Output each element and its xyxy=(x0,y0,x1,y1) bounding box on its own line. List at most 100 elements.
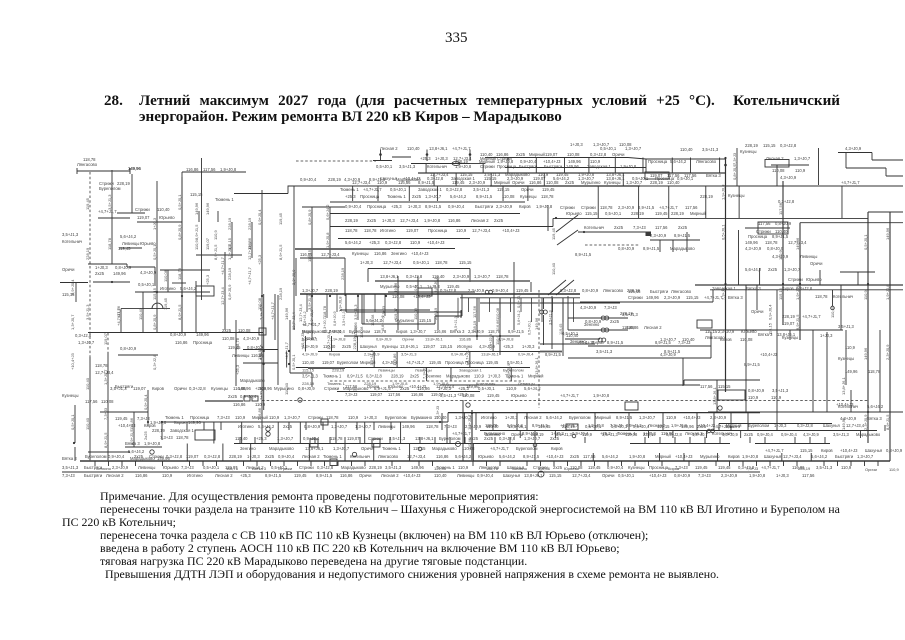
svg-text:110,9: 110,9 xyxy=(771,395,782,400)
svg-text:+10,4+J3: +10,4+J3 xyxy=(683,415,701,420)
svg-text:12,7+J3,4: 12,7+J3,4 xyxy=(383,260,402,265)
svg-text:+10,4+J3: +10,4+J3 xyxy=(546,454,564,459)
svg-text:110,9: 110,9 xyxy=(590,159,601,164)
svg-text:Зенгино: Зенгино xyxy=(485,432,501,437)
svg-text:Оричи: Оричи xyxy=(751,309,764,314)
svg-text:Быстряги: Быстряги xyxy=(115,384,134,389)
svg-text:0,3+J2,8: 0,3+J2,8 xyxy=(446,187,463,192)
svg-text:Зенгино: Зенгино xyxy=(96,466,112,471)
svg-text:5,6+J4,2: 5,6+J4,2 xyxy=(745,267,762,272)
svg-text:116,86: 116,86 xyxy=(622,325,635,330)
svg-text:149,96: 149,96 xyxy=(845,369,858,374)
svg-text:7,3+J3: 7,3+J3 xyxy=(137,416,150,421)
svg-text:228,19: 228,19 xyxy=(247,217,252,230)
svg-text:110,08: 110,08 xyxy=(546,180,559,185)
svg-text:110,9: 110,9 xyxy=(841,465,852,470)
svg-text:1,3+J0,7: 1,3+J0,7 xyxy=(578,176,595,181)
svg-text:+25,3: +25,3 xyxy=(205,274,210,285)
svg-text:+10,4+J3: +10,4+J3 xyxy=(300,332,305,349)
svg-text:7,3+J3: 7,3+J3 xyxy=(746,466,759,471)
svg-text:110,9: 110,9 xyxy=(863,290,868,300)
svg-text:110,9: 110,9 xyxy=(269,415,280,420)
svg-text:5,6+J4,2: 5,6+J4,2 xyxy=(546,415,563,420)
svg-text:119,45: 119,45 xyxy=(487,393,500,398)
svg-text:118,78: 118,78 xyxy=(868,369,881,374)
svg-text:110,08: 110,08 xyxy=(222,336,235,341)
svg-text:119,07: 119,07 xyxy=(533,176,546,181)
svg-text:0,8+J0,9: 0,8+J0,9 xyxy=(674,473,691,478)
svg-text:Лесная 2: Лесная 2 xyxy=(302,454,320,459)
svg-text:0,5+J0,1: 0,5+J0,1 xyxy=(618,473,635,478)
svg-text:12,7+J3,4: 12,7+J3,4 xyxy=(220,287,225,305)
svg-text:0,3+J2,8: 0,3+J2,8 xyxy=(427,176,444,181)
svg-text:12,7+J3,4: 12,7+J3,4 xyxy=(407,454,426,459)
svg-text:Лесная 2: Лесная 2 xyxy=(381,473,399,478)
svg-text:119,45: 119,45 xyxy=(556,172,569,177)
svg-text:8,9+J1,5: 8,9+J1,5 xyxy=(655,340,672,345)
svg-text:116,86: 116,86 xyxy=(392,353,397,366)
svg-text:2,3+J0,9: 2,3+J0,9 xyxy=(259,304,264,320)
svg-text:13,8+J6,1: 13,8+J6,1 xyxy=(606,172,625,177)
svg-text:8,9+J1,5: 8,9+J1,5 xyxy=(575,252,592,257)
svg-text:Котельнич: Котельнич xyxy=(350,454,370,459)
svg-text:12,7+J3,4: 12,7+J3,4 xyxy=(247,242,252,260)
svg-text:Быстряги: Быстряги xyxy=(835,454,854,459)
svg-text:149,96: 149,96 xyxy=(188,420,201,425)
svg-text:Оричи: Оричи xyxy=(361,446,374,451)
svg-text:4,3+J0,9: 4,3+J0,9 xyxy=(745,246,762,251)
svg-text:3,5+J1,3: 3,5+J1,3 xyxy=(838,324,855,329)
svg-text:+10,4+J3: +10,4+J3 xyxy=(649,473,667,478)
svg-text:116,86: 116,86 xyxy=(434,329,447,334)
svg-text:1+J0,3: 1+J0,3 xyxy=(505,415,518,420)
svg-text:3,5+J1,3: 3,5+J1,3 xyxy=(353,304,358,320)
svg-text:Шахунья: Шахунья xyxy=(865,448,882,453)
svg-text:8,9+J1,5: 8,9+J1,5 xyxy=(744,362,761,367)
svg-text:116,86: 116,86 xyxy=(792,465,805,470)
svg-text:3,5+J1,3: 3,5+J1,3 xyxy=(85,304,90,320)
svg-text:117,56: 117,56 xyxy=(388,392,401,397)
svg-text:Шахунья: Шахунья xyxy=(764,454,781,459)
svg-text:110,9: 110,9 xyxy=(845,345,856,350)
svg-text:119,07: 119,07 xyxy=(137,215,150,220)
svg-text:Марадыково: Марадыково xyxy=(302,329,327,334)
svg-text:13,8+J6,1: 13,8+J6,1 xyxy=(433,277,438,295)
svg-text:2,3+J0,9: 2,3+J0,9 xyxy=(618,205,635,210)
svg-text:118,78: 118,78 xyxy=(95,363,108,368)
svg-text:+4,7+J1,7: +4,7+J1,7 xyxy=(465,347,470,366)
svg-text:119,07: 119,07 xyxy=(103,332,108,345)
svg-text:228,19: 228,19 xyxy=(671,211,684,216)
svg-text:1,3+J0,7: 1,3+J0,7 xyxy=(857,454,874,459)
svg-text:118,78: 118,78 xyxy=(345,228,358,233)
svg-text:1+J0,3: 1+J0,3 xyxy=(488,374,501,379)
svg-text:119,45: 119,45 xyxy=(429,360,442,365)
svg-text:2,3+J0,9: 2,3+J0,9 xyxy=(885,344,890,360)
svg-text:Мирный: Мирный xyxy=(480,156,496,161)
svg-text:Просница: Просница xyxy=(748,234,768,239)
svg-text:Зенгино: Зенгино xyxy=(584,322,600,327)
svg-text:3,5+J1,3: 3,5+J1,3 xyxy=(401,352,417,357)
svg-text:Лянгасово: Лянгасово xyxy=(705,335,725,340)
svg-text:Быстряги: Быстряги xyxy=(475,204,494,209)
svg-text:Юрьево: Юрьево xyxy=(564,466,580,471)
svg-text:Просница: Просница xyxy=(465,360,484,365)
svg-text:2,3+J0,9: 2,3+J0,9 xyxy=(710,415,727,420)
svg-text:1,9+J0,8: 1,9+J0,8 xyxy=(578,172,595,177)
svg-text:119,07: 119,07 xyxy=(205,237,210,250)
svg-text:116,86: 116,86 xyxy=(411,392,424,397)
svg-text:0,9+J0,4: 0,9+J0,4 xyxy=(477,473,494,478)
svg-text:228,19: 228,19 xyxy=(340,267,345,280)
svg-text:Стрижи: Стрижи xyxy=(533,465,548,470)
svg-text:+4,7+J1,7: +4,7+J1,7 xyxy=(247,266,252,285)
svg-text:118,78: 118,78 xyxy=(235,337,240,350)
svg-text:0,5+J0,1: 0,5+J0,1 xyxy=(203,465,220,470)
svg-text:3,5+J1,3: 3,5+J1,3 xyxy=(596,349,613,354)
svg-text:Киров: Киров xyxy=(551,446,563,451)
svg-text:Кузнецы: Кузнецы xyxy=(211,386,228,391)
svg-text:228,19: 228,19 xyxy=(325,288,338,293)
svg-text:119,45: 119,45 xyxy=(718,465,731,470)
svg-text:Котельнич: Котельнич xyxy=(427,164,447,169)
svg-text:118,78: 118,78 xyxy=(176,435,189,440)
svg-text:Лянгасово: Лянгасово xyxy=(696,159,717,164)
svg-text:+10,4+J3: +10,4+J3 xyxy=(409,384,427,389)
svg-text:1,9+J0,8: 1,9+J0,8 xyxy=(330,337,346,342)
